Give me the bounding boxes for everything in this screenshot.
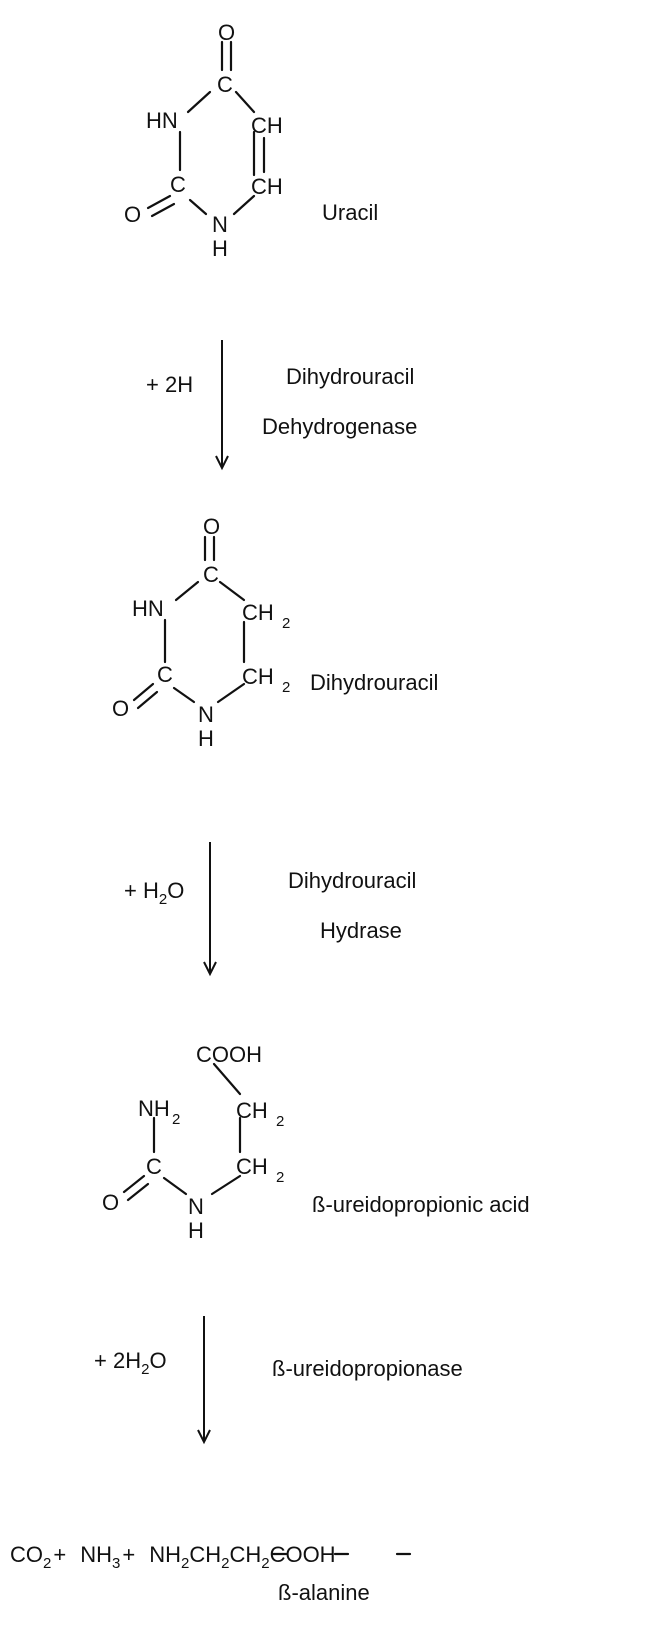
products-equation: CO2+NH3+NH2CH2CH2COOH bbox=[10, 1542, 336, 1572]
dihydrouracil-c2: C bbox=[157, 662, 173, 687]
uracil-label: Uracil bbox=[322, 200, 378, 225]
step2-enzyme-line1: Dihydrouracil bbox=[288, 868, 416, 893]
dihydrouracil-n1: N bbox=[198, 702, 214, 727]
alanine-label: ß-alanine bbox=[278, 1580, 370, 1605]
dihydrouracil-h1: H bbox=[198, 726, 214, 751]
uracil-o-left: O bbox=[124, 202, 141, 227]
uracil-c2: C bbox=[170, 172, 186, 197]
step3-arrowhead bbox=[197, 1429, 211, 1445]
uracil-ch6: CH bbox=[251, 174, 283, 199]
step1-enzyme-line1: Dihydrouracil bbox=[286, 364, 414, 389]
step1-enzyme-line2: Dehydrogenase bbox=[262, 414, 417, 439]
ureidopropionic-n: N bbox=[188, 1194, 204, 1219]
dihydrouracil-ch2-6: CH bbox=[242, 664, 274, 689]
dihydrouracil-c4: C bbox=[203, 562, 219, 587]
uracil-h1: H bbox=[212, 236, 228, 261]
ureidopropionic-ch2-alpha-sub: 2 bbox=[276, 1113, 284, 1130]
dihydrouracil-label: Dihydrouracil bbox=[310, 670, 438, 695]
step3-enzyme: ß-ureidopropionase bbox=[272, 1356, 463, 1381]
dihydrouracil-ch2-6-sub: 2 bbox=[282, 679, 290, 696]
dihydrouracil-o-left: O bbox=[112, 696, 129, 721]
step2-arrowhead bbox=[203, 961, 217, 977]
dihydrouracil-hn3: HN bbox=[132, 596, 164, 621]
step1-reagent: + 2H bbox=[146, 372, 193, 397]
step2-reagent: + H2O bbox=[124, 878, 184, 908]
ureidopropionic-o: O bbox=[102, 1190, 119, 1215]
ureidopropionic-label: ß-ureidopropionic acid bbox=[312, 1192, 530, 1217]
ureidopropionic-h: H bbox=[188, 1218, 204, 1243]
ureidopropionic-nh2: NH bbox=[138, 1096, 170, 1121]
uracil-hn3: HN bbox=[146, 108, 178, 133]
step1-arrowhead bbox=[215, 455, 229, 471]
ureidopropionic-ch2-alpha: CH bbox=[236, 1098, 268, 1123]
step2-enzyme-line2: Hydrase bbox=[320, 918, 402, 943]
ureidopropionic-cooh: COOH bbox=[196, 1042, 262, 1067]
ureidopropionic-c: C bbox=[146, 1154, 162, 1179]
dihydrouracil-o-top: O bbox=[203, 514, 220, 539]
uracil-ch5: CH bbox=[251, 113, 283, 138]
ureidopropionic-ch2-beta-sub: 2 bbox=[276, 1169, 284, 1186]
dihydrouracil-ch2-5: CH bbox=[242, 600, 274, 625]
uracil-o-top: O bbox=[218, 20, 235, 45]
uracil-structure bbox=[146, 40, 266, 218]
ureidopropionic-ch2-beta: CH bbox=[236, 1154, 268, 1179]
uracil-c4: C bbox=[217, 72, 233, 97]
ureidopropionic-nh2-sub: 2 bbox=[172, 1111, 180, 1128]
ureidopropionic-structure bbox=[122, 1062, 242, 1202]
dihydrouracil-structure bbox=[132, 535, 246, 710]
step3-reagent: + 2H2O bbox=[94, 1348, 167, 1378]
dihydrouracil-ch2-5-sub: 2 bbox=[282, 615, 290, 632]
uracil-n1: N bbox=[212, 212, 228, 237]
